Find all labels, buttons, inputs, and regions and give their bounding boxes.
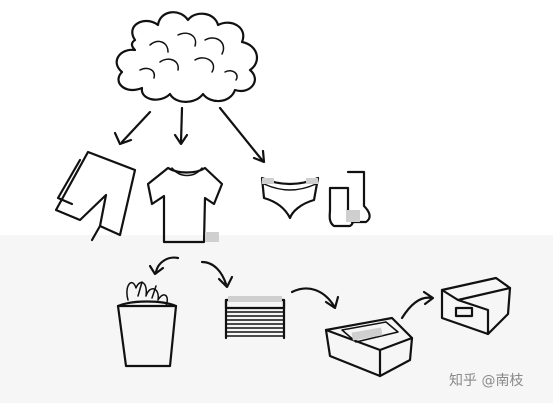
waistband-shade-left <box>262 178 274 184</box>
arrow-to-underwear <box>218 106 264 162</box>
watermark-text: 知乎 @南枝 <box>449 373 524 389</box>
folded-stack-icon <box>224 296 286 340</box>
t-shirt-icon <box>146 166 224 244</box>
underwear-icon <box>260 176 320 220</box>
lower-background-band <box>0 235 553 403</box>
flow-arrows <box>148 256 435 320</box>
arrowhead-shirt <box>173 133 189 146</box>
socks-icon <box>328 170 371 228</box>
arrow-to-open-box <box>290 287 336 308</box>
cloud-arrows <box>113 106 266 164</box>
stack-top-pattern <box>228 296 282 302</box>
cloud-icon <box>115 11 259 103</box>
arrow-to-shirt <box>179 106 184 144</box>
pants-icon <box>54 150 137 242</box>
storage-box-icon <box>440 276 512 336</box>
arrowhead-underwear <box>252 149 266 164</box>
arrowhead-pants <box>113 131 133 146</box>
open-box-icon <box>324 316 414 378</box>
arrowhead-stack <box>217 275 234 289</box>
arrow-to-bin <box>154 256 180 274</box>
socks-shadow <box>346 210 360 222</box>
shirt-shadow <box>205 232 219 242</box>
arrowhead-open-box <box>324 295 340 310</box>
arrow-to-stack <box>200 260 228 286</box>
trash-bin-icon <box>116 281 178 368</box>
box-handle <box>454 306 474 318</box>
arrow-to-pants <box>120 110 152 144</box>
arrow-to-storage-box <box>400 296 434 320</box>
waistband-shade-right <box>306 178 318 184</box>
arrowhead-bin <box>148 264 165 276</box>
arrowhead-storage-box <box>422 290 435 306</box>
box-contents <box>351 327 383 341</box>
